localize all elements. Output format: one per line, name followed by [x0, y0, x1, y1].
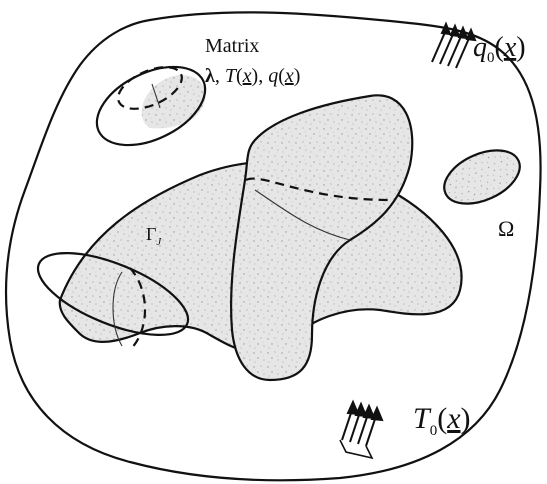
T0-paren-close: ) — [461, 402, 471, 435]
x-var-1: x — [242, 65, 252, 87]
T-symbol: T — [225, 65, 238, 87]
q-symbol: q — [268, 65, 278, 87]
heat-flux-arrows — [431, 21, 477, 69]
matrix-properties: λ, T(x), q(x) — [205, 65, 300, 87]
inclusion-gamma-j — [58, 94, 463, 382]
paren-close-2: ) — [294, 65, 301, 87]
gamma-subscript: J — [156, 236, 162, 248]
traction-arrows — [339, 399, 384, 460]
q0-symbol: q — [473, 32, 487, 63]
T0-symbol: T — [413, 402, 432, 435]
T0-label: T0(x) — [413, 402, 471, 439]
sep-1: , — [215, 65, 225, 87]
q0-paren-open: ( — [495, 32, 504, 63]
matrix-title: Matrix — [205, 35, 259, 57]
omega-label: Ω — [498, 216, 514, 241]
inclusion-right-ellipse — [443, 149, 521, 205]
gamma-j-label: ΓJ — [146, 224, 162, 248]
paren-open-1: ( — [236, 65, 243, 87]
x-var-2: x — [284, 65, 294, 87]
paren-close-1: ) — [252, 65, 259, 87]
inclusion-top-left — [95, 65, 207, 147]
q0-subscript: 0 — [487, 50, 495, 66]
q0-paren-close: ) — [516, 32, 525, 63]
sep-2: , — [258, 65, 268, 87]
q0-label: q0(x) — [473, 32, 526, 66]
inclusion-lower-left — [36, 252, 190, 351]
domain-boundary — [4, 11, 542, 482]
T0-x: x — [446, 402, 461, 435]
T0-subscript: 0 — [430, 423, 438, 439]
q0-x: x — [503, 32, 517, 63]
T0-paren-open: ( — [437, 402, 447, 435]
paren-open-2: ( — [278, 65, 285, 87]
lambda-symbol: λ — [205, 65, 215, 87]
gamma-symbol: Γ — [146, 224, 156, 244]
